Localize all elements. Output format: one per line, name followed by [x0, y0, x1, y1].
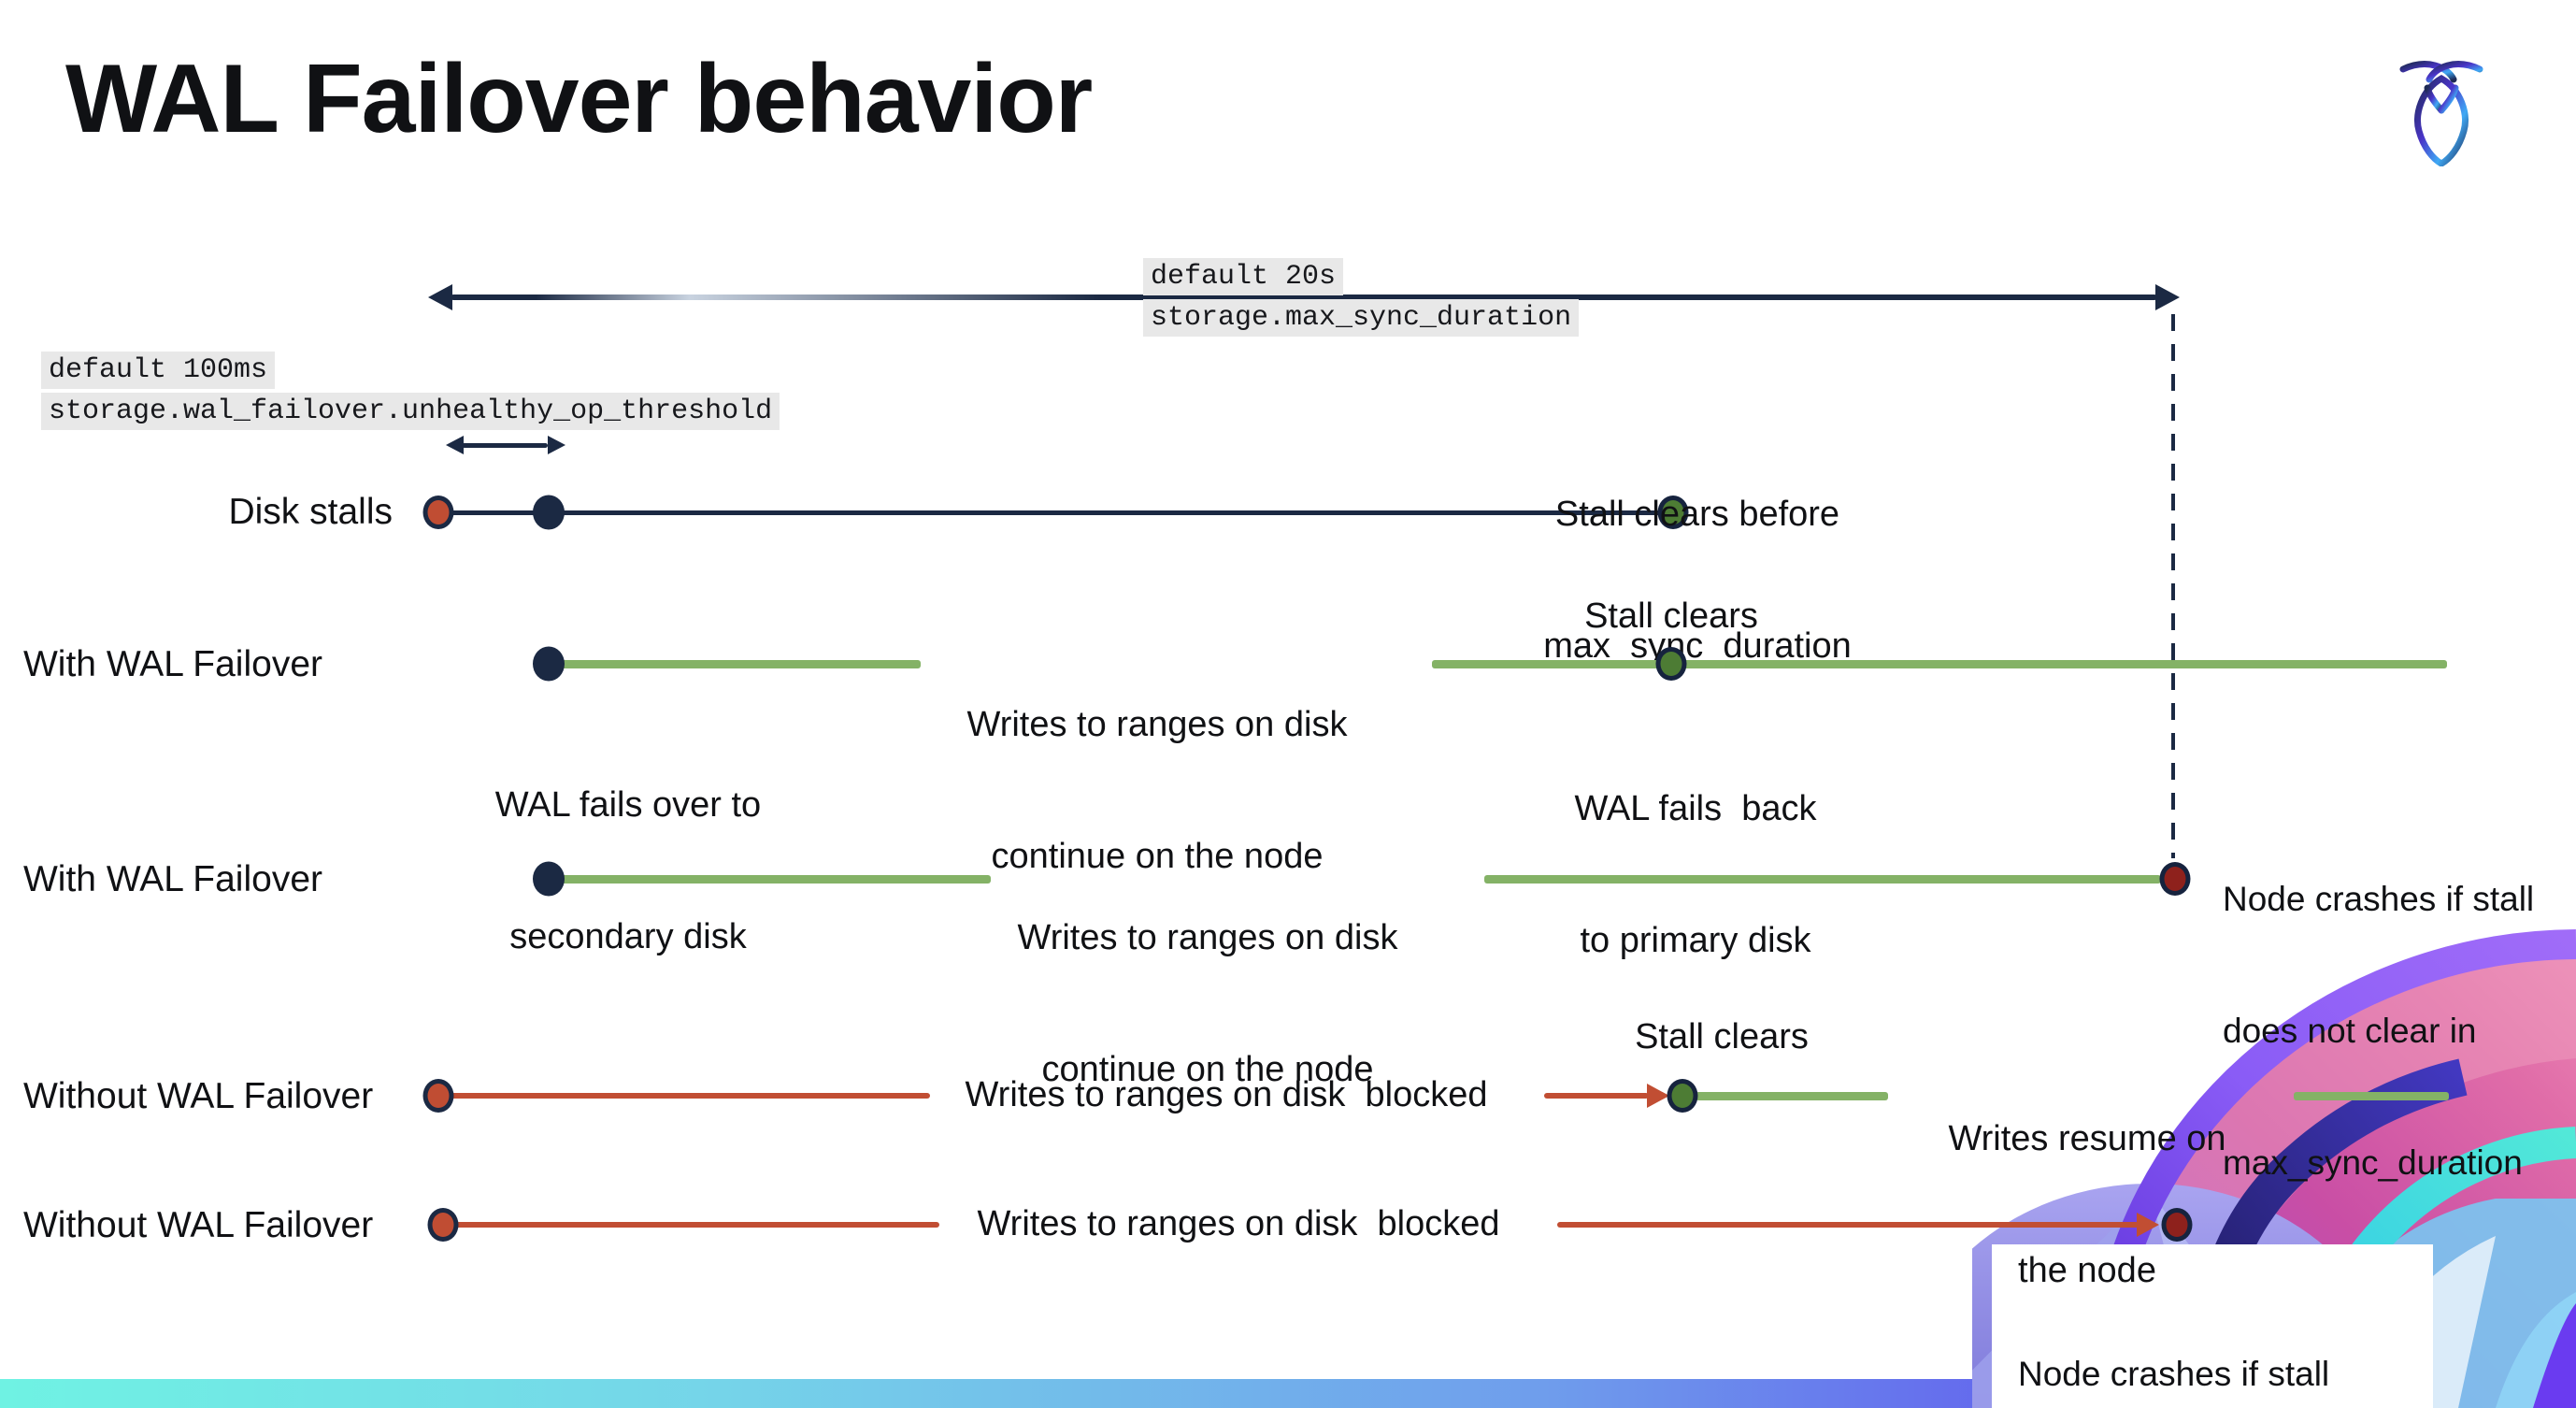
writes-continue-line-1a: [561, 660, 921, 668]
threshold-setting-label: storage.wal_failover.unhealthy_op_thresh…: [41, 393, 780, 430]
max-sync-dashed-line: [2171, 314, 2175, 858]
blocked-arrowhead-2: [2137, 1213, 2159, 1237]
failover-note: WAL fails over to secondary disk: [494, 785, 762, 956]
crash-dot-2: [2161, 1208, 2193, 1242]
writes-resume-line-1a: [1696, 1092, 1888, 1100]
crash-note-2: Node crashes if stall does not clear in …: [2018, 1355, 2330, 1393]
blocked-arrowhead-1: [1647, 1084, 1669, 1108]
writes-blocked-line-2a: [443, 1222, 939, 1228]
writes-resume-line-1b: [2294, 1092, 2449, 1100]
writes-continue-note-2: Writes to ranges on disk continue on the…: [1017, 918, 1398, 1089]
row-label-without-wal-failover-2: Without WAL Failover: [23, 1205, 374, 1245]
max-sync-arrowhead-left: [428, 284, 452, 310]
max-sync-default-label: default 20s: [1143, 258, 1344, 295]
cockroachdb-logo-icon: [2399, 61, 2483, 166]
row-label-with-wal-failover-2: With WAL Failover: [23, 859, 322, 899]
disk-stall-line: [438, 510, 1673, 515]
stall-start-dot-3: [427, 1208, 459, 1242]
row-label-disk-stalls: Disk stalls: [228, 492, 393, 532]
max-sync-setting-label: storage.max_sync_duration: [1143, 299, 1580, 337]
stall-clears-note-2: Stall clears: [1635, 1017, 1809, 1056]
stall-clears-dot: [1657, 496, 1689, 529]
writes-blocked-line-1b: [1544, 1093, 1649, 1099]
threshold-default-label: default 100ms: [41, 352, 276, 389]
writes-continue-line-2b: [1484, 875, 2161, 884]
stall-clears-note-1: Stall clears: [1584, 596, 1758, 636]
crash-callout-box: [1992, 1244, 2433, 1408]
stall-start-dot-2: [422, 1079, 454, 1113]
row-label-with-wal-failover-1: With WAL Failover: [23, 644, 322, 684]
threshold-arrowhead-left: [446, 436, 464, 454]
page-title: WAL Failover behavior: [65, 45, 1093, 153]
max-sync-arrow-line: [451, 295, 2157, 300]
max-sync-arrowhead-right: [2155, 284, 2180, 310]
threshold-arrow-line: [462, 443, 548, 448]
writes-continue-note-1: Writes to ranges on disk continue on the…: [966, 705, 1348, 876]
threshold-reached-dot: [533, 495, 565, 530]
threshold-arrowhead-right: [548, 436, 565, 454]
crash-note-1: Node crashes if stall does not clear in …: [2223, 880, 2535, 1182]
writes-blocked-line-2b: [1557, 1222, 2139, 1228]
failback-dot: [1655, 647, 1687, 681]
writes-blocked-note-1: Writes to ranges on disk blocked: [965, 1075, 1488, 1114]
stall-clears-before-note: Stall clears before max_sync_duration: [1543, 495, 1852, 666]
stall-start-dot: [422, 496, 454, 529]
writes-blocked-note-2: Writes to ranges on disk blocked: [977, 1204, 1500, 1243]
writes-continue-line-1b: [1432, 660, 2447, 668]
failover-dot: [533, 646, 565, 682]
failback-note: WAL fails back to primary disk: [1574, 789, 1817, 960]
failover-dot-2: [533, 861, 565, 897]
writes-resume-note: Writes resume on the node: [1948, 1119, 2226, 1290]
stall-clears-dot-2: [1667, 1079, 1698, 1113]
writes-blocked-line-1a: [438, 1093, 930, 1099]
crash-dot-1: [2159, 862, 2191, 896]
writes-continue-line-2a: [561, 875, 991, 884]
row-label-without-wal-failover-1: Without WAL Failover: [23, 1076, 374, 1116]
